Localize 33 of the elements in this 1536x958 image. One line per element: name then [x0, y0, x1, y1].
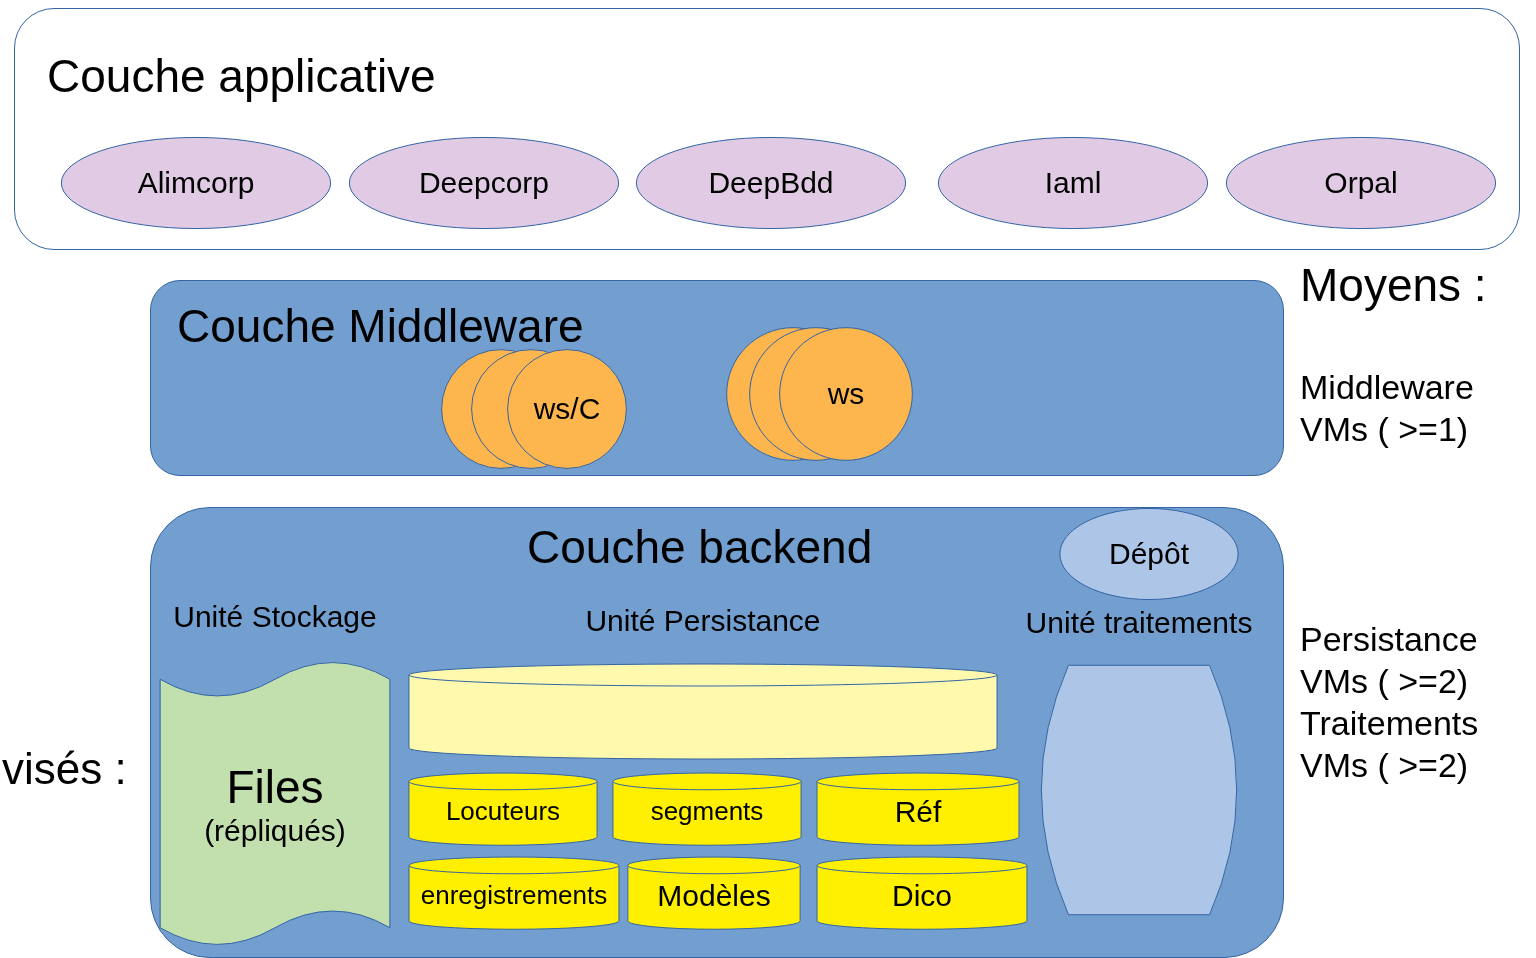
layer-panel	[150, 280, 1284, 476]
side-heading: Moyens :	[1300, 258, 1487, 312]
layer-title: Couche backend	[527, 520, 873, 574]
layer-panel	[14, 8, 1520, 250]
unit-heading: Unité Persistance	[585, 604, 821, 638]
side-note: Traitements	[1300, 704, 1479, 743]
unit-heading: Unité traitements	[1025, 606, 1253, 640]
node-label: enregistrements	[420, 880, 608, 912]
side-heading: visés :	[2, 744, 127, 794]
side-note: Persistance	[1300, 620, 1478, 659]
side-note: VMs ( >=2)	[1300, 662, 1469, 701]
node-label: Iaml	[1044, 166, 1102, 200]
node-label: Réf	[894, 794, 942, 829]
node-label: Dépôt	[1108, 537, 1190, 571]
node-label: Alimcorp	[137, 166, 255, 200]
side-note: Middleware	[1300, 368, 1474, 407]
layer-title: Couche Middleware	[177, 299, 584, 353]
side-note: VMs ( >=1)	[1300, 410, 1469, 449]
unit-heading: Unité Stockage	[173, 600, 377, 634]
node-label: Dico	[892, 878, 952, 913]
node-label: DeepBdd	[708, 166, 834, 200]
node-label: Modèles	[657, 878, 771, 913]
layer-panel	[150, 507, 1284, 958]
node-label: ws	[827, 377, 865, 411]
node-label: (répliqués)	[204, 813, 346, 848]
node-label: Files	[226, 759, 324, 814]
node-label: ws/C	[533, 392, 601, 426]
node-label: Deepcorp	[418, 166, 550, 200]
layer-title: Couche applicative	[47, 49, 436, 103]
side-note: VMs ( >=2)	[1300, 746, 1469, 785]
node-label: segments	[650, 796, 764, 828]
node-label: Orpal	[1324, 166, 1398, 200]
node-label: Locuteurs	[445, 796, 561, 828]
